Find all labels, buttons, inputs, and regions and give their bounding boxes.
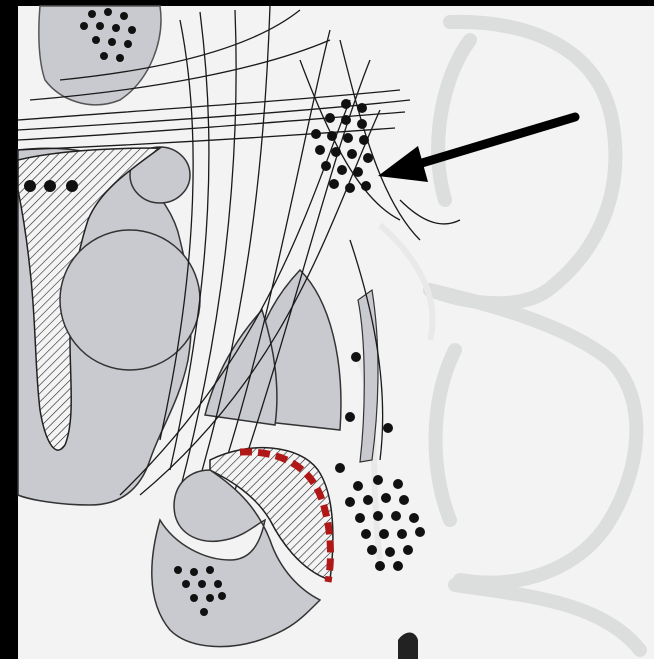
bottom-dark-mark — [398, 633, 418, 659]
central-round-body — [60, 230, 200, 370]
left-dot-row — [24, 180, 78, 192]
